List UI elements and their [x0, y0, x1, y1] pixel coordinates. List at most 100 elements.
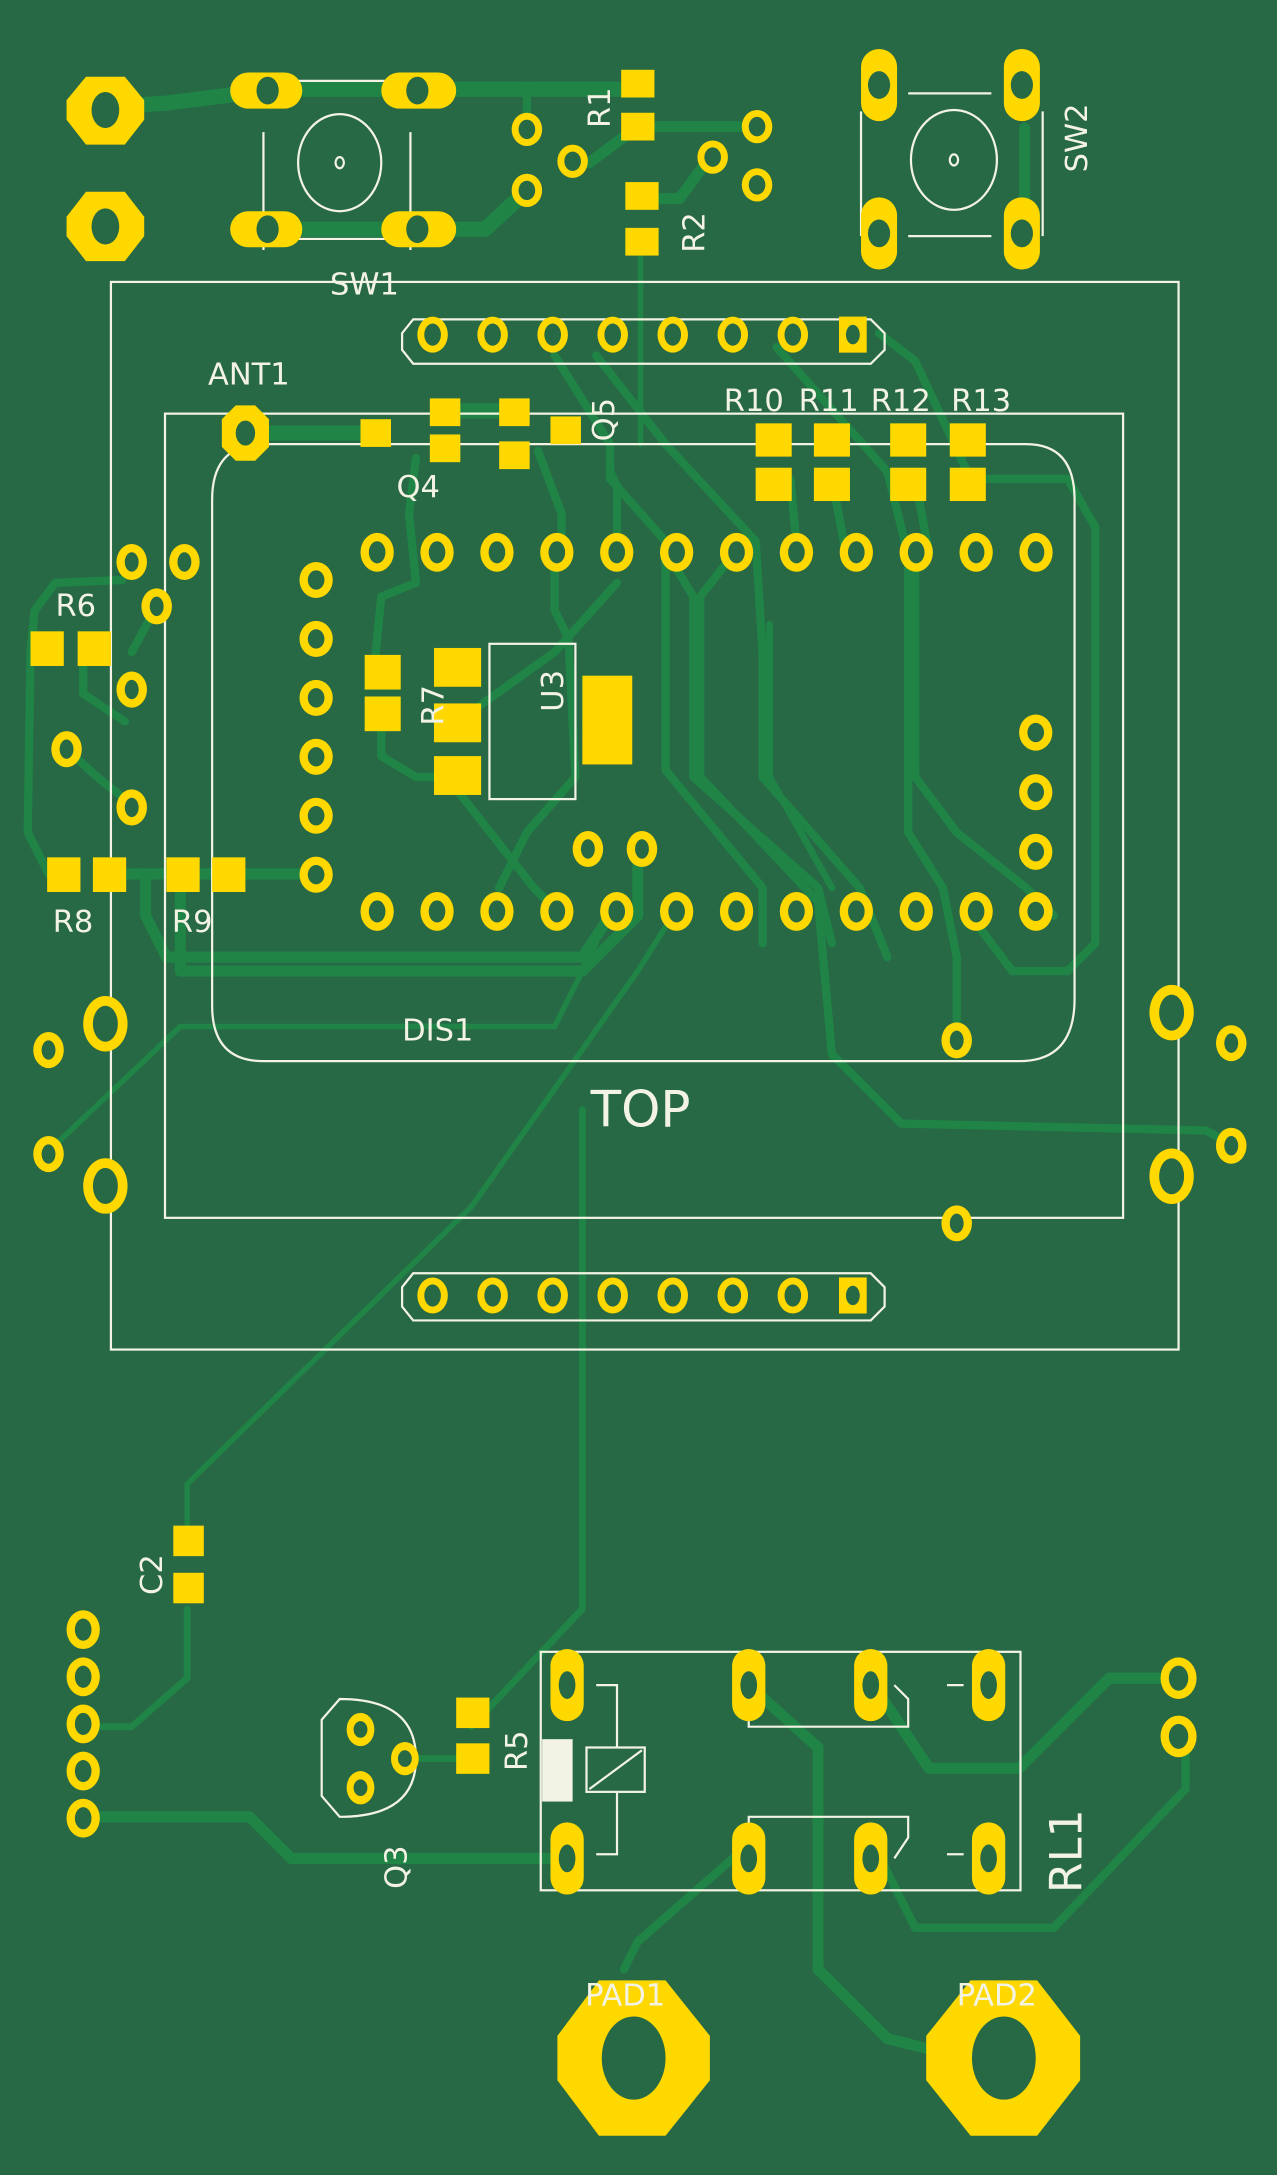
display-pin: [540, 891, 574, 931]
via: [626, 830, 658, 868]
label-rl1: RL1: [1041, 1809, 1092, 1893]
header-pin: [417, 1277, 448, 1314]
display-pin: [299, 856, 333, 893]
display-pin: [839, 891, 873, 931]
sw2-pads: [861, 48, 1040, 270]
label-r12: R12: [871, 384, 931, 419]
connector-pin: [66, 1798, 100, 1838]
display-pin: [600, 532, 634, 572]
trace: [97, 81, 646, 115]
u3-outline: [488, 642, 577, 801]
r5-pad: [456, 1697, 490, 1729]
display-pin: [299, 620, 333, 657]
via: [1215, 1025, 1247, 1062]
display-pin: [360, 532, 394, 572]
mounting-hole: [83, 1158, 128, 1214]
via: [116, 671, 147, 708]
trace: [140, 868, 616, 963]
label-r2: R2: [677, 212, 712, 253]
display-pin: [899, 532, 933, 572]
label-r1: R1: [583, 87, 618, 128]
display-left-pins: [299, 562, 333, 893]
inner-module-outline: [163, 412, 1125, 1219]
display-pin: [480, 891, 514, 931]
mounting-hole: [83, 995, 128, 1052]
r8-pad: [47, 857, 81, 892]
misc-vias: [33, 543, 1247, 1242]
trace: [696, 548, 1236, 1149]
u3-pad: [433, 756, 482, 795]
r5-pad: [456, 1743, 490, 1774]
q3-pin: [346, 1712, 375, 1747]
r9-pad: [166, 857, 200, 892]
copper: [30, 48, 1247, 2136]
display-pin: [719, 891, 754, 931]
q5-pad: [550, 416, 581, 445]
via: [941, 1022, 972, 1059]
label-r7: R7: [417, 685, 452, 726]
header-pin: [597, 316, 628, 353]
q4-pad: [429, 398, 461, 427]
mounting-hole: [1149, 1148, 1194, 1204]
label-top: TOP: [590, 1080, 691, 1138]
ant1-pad: [221, 405, 269, 461]
header-pin: [657, 316, 688, 353]
display-pin: [1019, 532, 1053, 572]
label-r5: R5: [500, 1730, 535, 1771]
q3-pins: [346, 1712, 419, 1805]
header-pin: [717, 1277, 749, 1314]
via: [941, 1205, 972, 1242]
display-pin: [299, 679, 333, 716]
label-q3: Q3: [379, 1845, 414, 1888]
trace: [77, 1811, 575, 1864]
header-pin: [537, 1277, 568, 1314]
display-pin: [1019, 893, 1053, 930]
r7-pad: [364, 696, 401, 732]
label-sw1: SW1: [330, 267, 399, 302]
r6-pad: [30, 631, 64, 666]
q4-pad: [429, 434, 461, 463]
pad1: [557, 1980, 710, 2136]
label-r9: R9: [172, 905, 213, 940]
label-r10: R10: [724, 384, 784, 419]
trace: [79, 1605, 191, 1731]
left-connector-pins: [66, 1610, 100, 1838]
label-r8: R8: [53, 905, 94, 940]
trace: [45, 940, 599, 1155]
label-r13: R13: [951, 384, 1011, 419]
trace: [867, 1672, 1185, 1774]
display-pin: [420, 532, 454, 572]
display-bottom-pins: [360, 891, 1053, 931]
trace: [184, 912, 676, 1529]
relay-outline: [539, 1650, 1022, 1892]
c2-pad: [173, 1572, 204, 1604]
trace: [772, 342, 961, 1038]
relay-pins: [550, 1649, 1006, 1895]
q4-pad: [360, 419, 392, 447]
display-pin: [299, 562, 333, 599]
trace: [494, 548, 580, 892]
header-pin: [477, 1277, 508, 1314]
via: [116, 789, 147, 826]
display-pin: [299, 797, 333, 834]
display-pin: [540, 532, 574, 572]
trace: [370, 453, 421, 671]
via: [116, 543, 147, 581]
relay-pin1-marker: [542, 1739, 573, 1802]
silkscreen-labels: SW1 R1 R2 SW2 ANT1 Q4 Q5 R10 R11 R12 R13…: [53, 87, 1095, 2013]
label-dis1: DIS1: [402, 1013, 473, 1048]
r6-pad: [77, 631, 111, 666]
display-pin: [779, 891, 814, 931]
display-pin: [659, 532, 694, 572]
connector-pin: [66, 1751, 100, 1791]
header-pin: [777, 316, 809, 353]
sw1-pads: [230, 72, 457, 248]
connector-pin: [66, 1657, 100, 1697]
label-ant1: ANT1: [208, 358, 290, 393]
via: [141, 588, 172, 625]
label-r11: R11: [799, 384, 859, 419]
q5-pad: [499, 398, 530, 427]
r10-r13-pads: [755, 423, 986, 501]
via: [33, 1032, 64, 1069]
